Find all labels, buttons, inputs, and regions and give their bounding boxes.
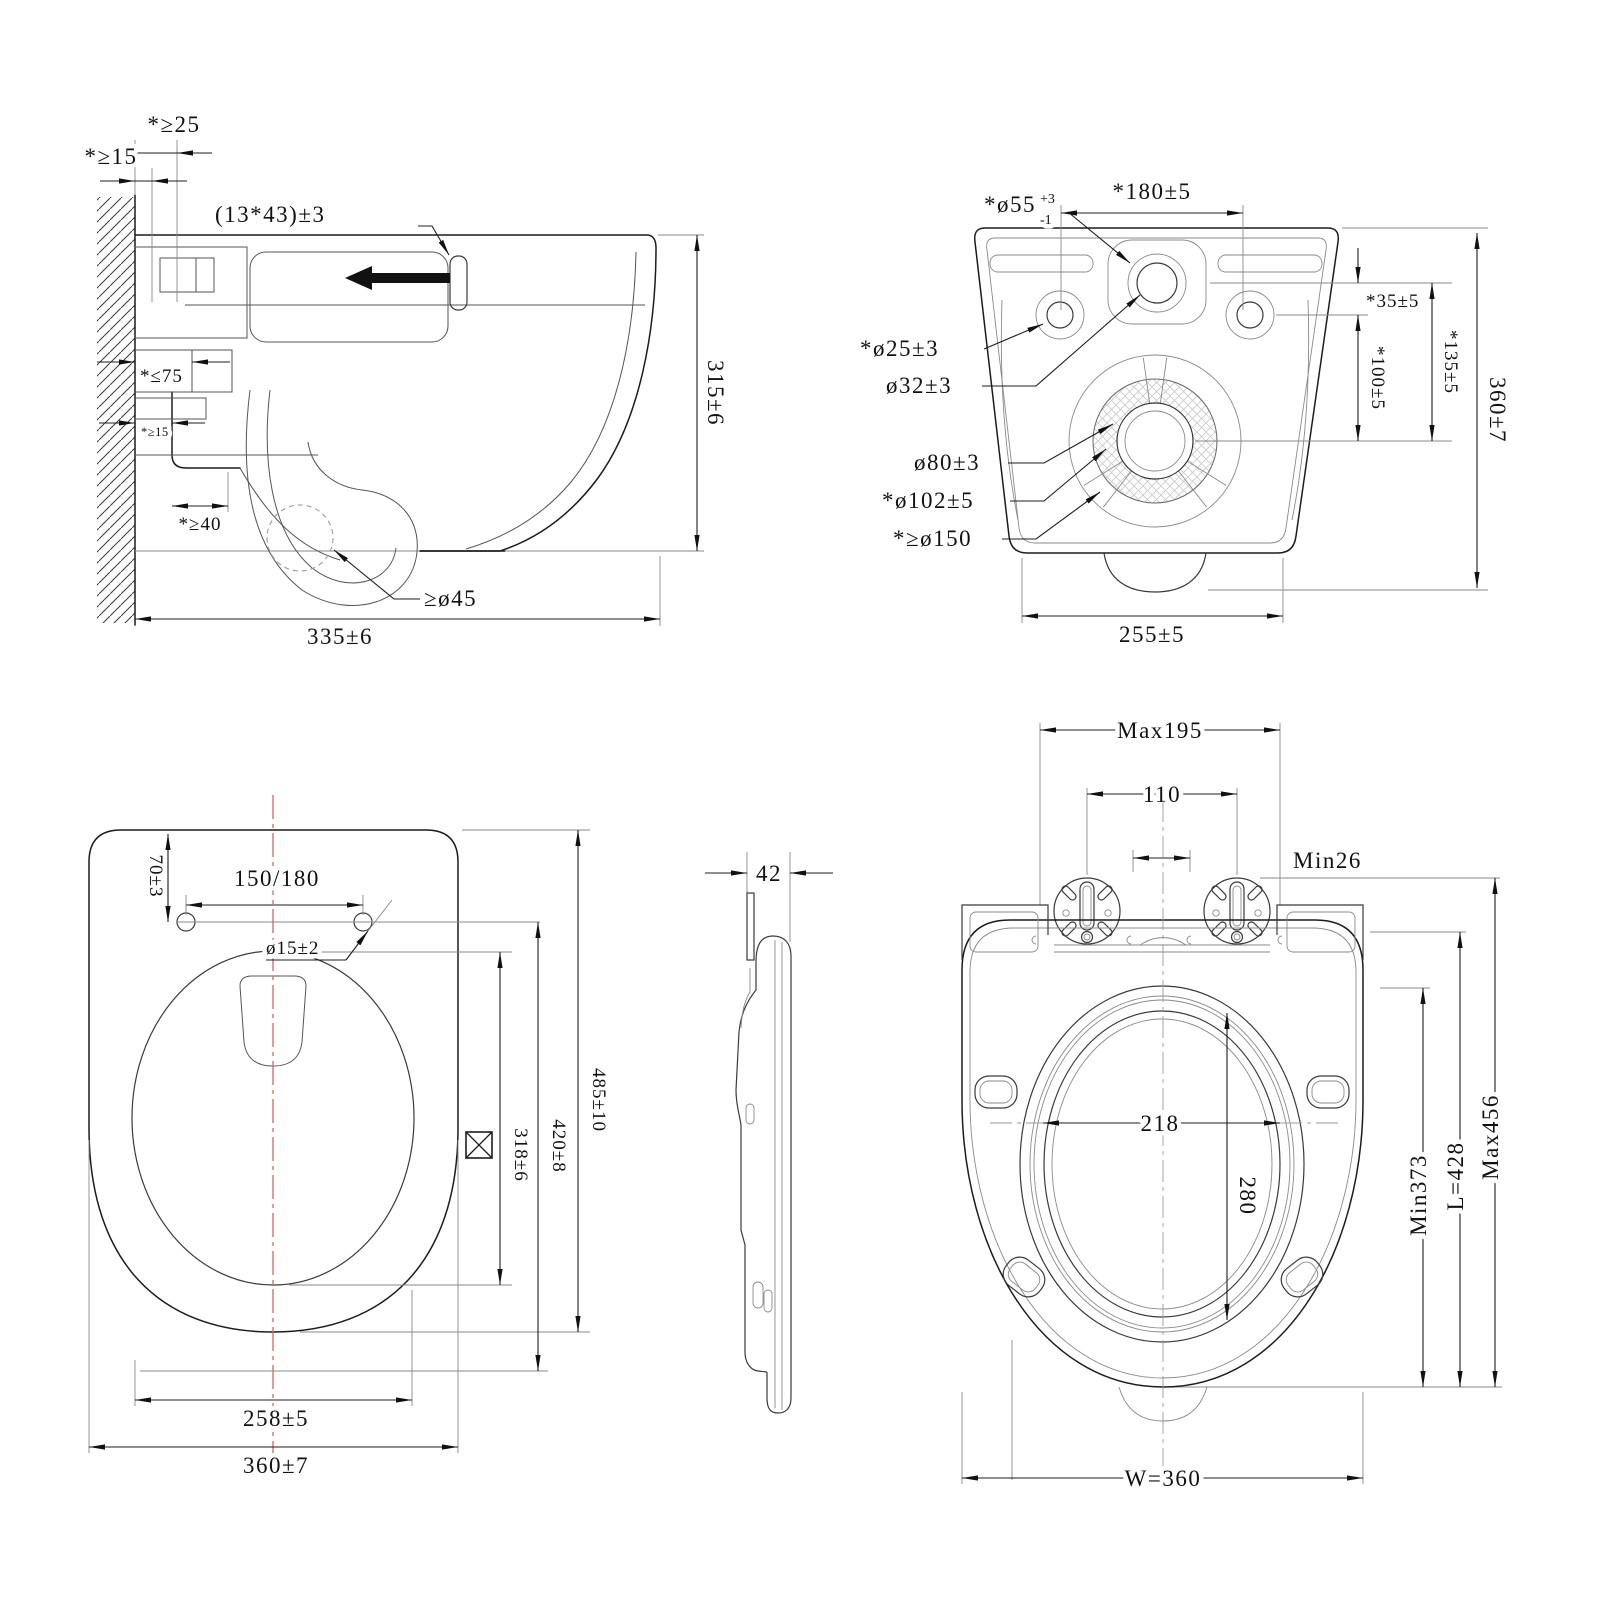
view-rear: *180±5 *ø55 +3 -1 *ø25±3 ø32±3 ø80±3 *ø1… <box>856 175 1515 652</box>
dim-rear-bottom-width: 255±5 <box>1119 622 1185 647</box>
dim-flush-pipe-dia: ø32±3 <box>886 373 952 398</box>
outlet-hole-inner <box>1124 410 1186 472</box>
bolt-ring-left <box>1035 290 1085 340</box>
clearance-leader <box>1002 491 1101 540</box>
dim-max-length: Max456 <box>1478 1094 1503 1180</box>
dim-top-to-outlet: *135±5 <box>1440 330 1461 394</box>
inlet-shield <box>1107 239 1207 325</box>
dim-pan-height: 315±6 <box>703 360 728 426</box>
dim-min-gap: Min26 <box>1293 848 1362 873</box>
dim-inlet-offset: *35±5 <box>1366 291 1419 312</box>
sealed-symbol <box>465 1131 493 1159</box>
water-spot-outline <box>239 975 307 1067</box>
dim-lid-length: 485±10 <box>588 1068 609 1132</box>
view-lid-top: 70±3 150/180 ø15±2 318±6 420±8 485±10 25… <box>88 795 614 1483</box>
top-ears <box>961 904 1364 960</box>
bumper-top-right <box>1306 1075 1350 1109</box>
hinge-plate-left <box>1053 877 1121 945</box>
hinge-hole-leader <box>345 930 369 961</box>
bolt-hole-right <box>1236 301 1264 329</box>
seat-ring <box>1019 985 1305 1343</box>
dim-opening-width: 258±5 <box>243 1406 309 1431</box>
dim-hinge-offset: 70±3 <box>145 855 166 898</box>
flush-direction-arrow <box>345 266 450 290</box>
dim-bolt-spacing: *180±5 <box>1112 179 1191 204</box>
v5-extension-lines <box>961 723 1502 1484</box>
drain-leader <box>333 549 420 600</box>
dim-opening-width-under: 218 <box>1141 1111 1180 1136</box>
water-inlet-hole <box>1136 262 1178 304</box>
water-inlet-ring <box>1127 253 1187 313</box>
outlet-leader <box>1008 423 1114 464</box>
dim-min-length: Min373 <box>1406 1154 1431 1236</box>
dim-hinge-hole-dia: ø15±2 <box>266 938 319 959</box>
v4-extension-lines <box>746 852 791 942</box>
dim-hinge-to-front: 420±8 <box>548 1119 569 1172</box>
dim-outlet-dia: ø80±3 <box>914 450 980 475</box>
dim-inlet-tol-plus: +3 <box>1040 192 1055 207</box>
dim-hinge-center-spacing: 110 <box>1143 782 1181 807</box>
outlet-spokes <box>1083 357 1227 508</box>
dim-seat-thickness: 42 <box>756 861 782 886</box>
drain-pipe-circle <box>266 504 334 572</box>
flush-pipe-leader <box>982 294 1141 387</box>
dim-rear-height: 360±7 <box>1485 377 1510 443</box>
bolt-ring-right <box>1225 290 1275 340</box>
bumper-top-left <box>974 1075 1018 1109</box>
dim-seat-width: W=360 <box>1125 1466 1202 1491</box>
trap-bulge <box>1103 552 1207 593</box>
fixing-slot <box>449 255 468 311</box>
outlet-hole <box>1116 402 1194 480</box>
dim-inlet-to-outlet: *100±5 <box>1367 346 1388 410</box>
v2-extension-lines <box>1021 205 1488 623</box>
dim-opening-length: 318±6 <box>510 1128 531 1181</box>
v3-extension-lines <box>88 829 590 1453</box>
dim-lid-width: 360±7 <box>243 1453 309 1478</box>
dim-opening-length-under: 280 <box>1235 1177 1260 1216</box>
dim-seat-length: L=428 <box>1443 1141 1468 1210</box>
v1-extension-lines <box>134 140 704 626</box>
hinge-bar <box>1031 935 1283 953</box>
hinge-plate-right <box>1203 877 1271 945</box>
dim-max-inlet-depth: *≤75 <box>140 366 183 387</box>
wall-hatch <box>97 197 135 623</box>
dim-min-top-clearance: *≥25 <box>147 112 200 137</box>
bolt-hole-leader <box>983 323 1044 350</box>
dim-hinge-spacing: 150/180 <box>234 866 320 891</box>
dim-min-skirt-gap: *≥15 <box>141 425 169 439</box>
rear-body-inner <box>986 237 1327 544</box>
dim-hinge-plate-span: Max195 <box>1117 718 1203 743</box>
seat-profile <box>735 892 792 1414</box>
dim-fixing-slot: (13*43)±3 <box>215 202 325 227</box>
fixing-slot-leader <box>418 225 450 256</box>
view-seat-underside: Max195 110 Min26 <box>961 714 1508 1496</box>
view-side-section: *≥25 *≥15 (13*43)±3 *≤75 *≥15 *≥40 335±6… <box>80 108 733 654</box>
seat-underside-inner <box>969 927 1357 1379</box>
dim-outlet-pipe-dia: *ø102±5 <box>882 488 974 513</box>
dim-inlet-dia: *ø55 <box>984 192 1036 217</box>
dim-min-drain-dia: ≥ø45 <box>424 586 477 611</box>
dim-min-wall-gap: *≥15 <box>84 144 137 169</box>
outlet-pipe-leader <box>1010 448 1107 502</box>
dim-min-clearance-dia: *≥ø150 <box>893 526 972 551</box>
rear-body-outline <box>973 227 1340 554</box>
view-seat-side: 42 <box>705 852 833 1414</box>
pan-interior-lines <box>135 246 645 606</box>
dim-bolt-hole-dia: *ø25±3 <box>860 336 939 361</box>
dim-inlet-tol-minus: -1 <box>1040 213 1052 228</box>
dim-pan-depth: 335±6 <box>307 624 373 649</box>
inlet-leader <box>1067 211 1131 264</box>
rear-top-slots <box>989 254 1323 521</box>
dim-min-foot-depth: *≥40 <box>179 514 222 535</box>
bolt-hole-left <box>1046 301 1074 329</box>
seat-profile-inner <box>740 940 783 1410</box>
